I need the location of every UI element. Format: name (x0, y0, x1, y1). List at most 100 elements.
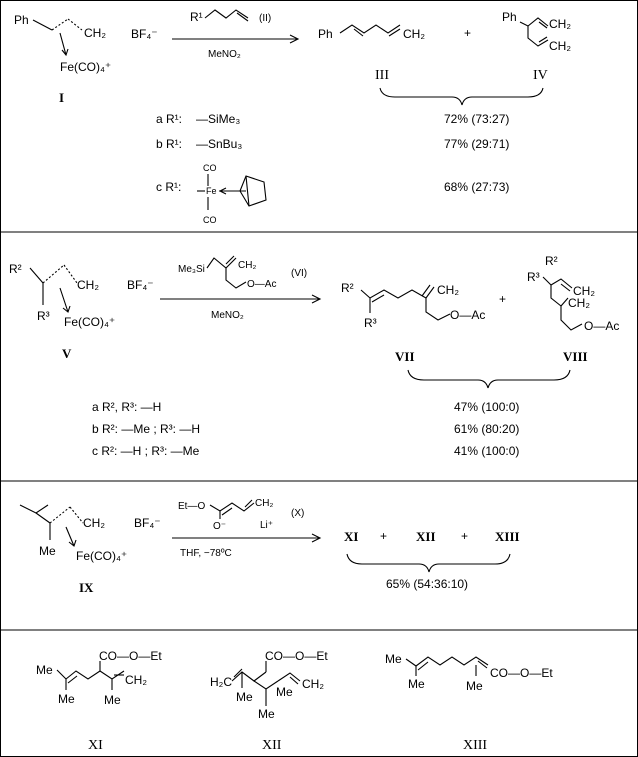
allyl-dashed-bond (67, 18, 83, 31)
row-c-yield: 68% (27:73) (444, 180, 509, 194)
double-bond-line (538, 21, 548, 29)
xiii-me3: Me (466, 679, 483, 693)
product-chain (339, 24, 401, 34)
bond (29, 267, 44, 284)
product-b-chain (550, 285, 562, 307)
product-label-XIII: XIII (495, 529, 520, 544)
product-a-r2: R² (341, 281, 354, 295)
row-b-label: b R¹: (156, 137, 182, 151)
product-b-r2: R² (545, 254, 558, 268)
reagent-li: Li⁺ (260, 520, 273, 531)
reagent-id: (II) (259, 13, 271, 24)
arrow-head (311, 533, 322, 543)
reactant-ch2: CH₂ (84, 26, 106, 40)
counterion: BF₄⁻ (131, 27, 158, 41)
brace-III-IV (379, 87, 544, 106)
row-b-yield: 77% (29:71) (444, 137, 509, 151)
scheme1-table: a R¹: —SiMe₃ 72% (73:27) b R¹: —SnBu₃ 77… (156, 112, 509, 194)
scheme2-product-VIII: R² R³ CH₂ CH₂ O—Ac VIII (527, 254, 619, 364)
compound-label-III: III (375, 68, 389, 83)
double-bond-line (244, 499, 253, 508)
xii-chain (253, 680, 279, 690)
double-bond-line (417, 661, 429, 671)
double-bond-line (560, 297, 569, 307)
product-a-ch2: CH₂ (437, 283, 459, 297)
bond (542, 276, 552, 286)
fe-co-top: CO (203, 163, 217, 173)
arrow-head (311, 294, 322, 304)
reagent-chain (204, 9, 249, 19)
scheme3-products: XI + XII + XIII 65% (54:36:10) (344, 529, 520, 591)
bond (405, 658, 417, 667)
product-b-oac: O—Ac (584, 319, 619, 333)
arrow-head (62, 305, 71, 313)
row-c-label: c R¹: (156, 180, 181, 194)
reagent-chain (225, 268, 247, 289)
coordination-arrow (59, 287, 69, 313)
xiii-chain (415, 656, 489, 667)
reactant-fe: Fe(CO)₄⁺ (76, 549, 127, 563)
row-a-label: a R², R³: —H (92, 400, 161, 414)
structure-label-XII: XII (262, 738, 282, 753)
counterion: BF₄⁻ (127, 278, 154, 292)
xii-chain (277, 672, 301, 682)
bond (56, 669, 67, 680)
brace-VII-VIII (407, 369, 571, 389)
product-b-chain (560, 306, 583, 331)
compound-label-I: I (59, 90, 64, 105)
double-bond-line (221, 507, 233, 516)
product-b-ph: Ph (502, 10, 517, 24)
scheme3-yield: 65% (54:36:10) (386, 577, 468, 591)
double-bond-line (560, 283, 571, 292)
reagent-ch2: CH₂ (255, 498, 273, 509)
compound-label-VIII: VIII (563, 349, 588, 364)
product-b-r3: R³ (527, 270, 540, 284)
cyclopentadiene-ring (239, 175, 267, 207)
plus-sign: + (461, 529, 468, 543)
xi-chain (65, 670, 101, 680)
xii-ch2: CH₂ (302, 677, 324, 691)
xi-ch2: CH₂ (125, 673, 147, 687)
counterion: BF₄⁻ (134, 516, 161, 530)
double-bond-line (425, 286, 435, 299)
row-b-substituent: —SnBu₃ (196, 137, 242, 151)
xii-me2: Me (276, 685, 293, 699)
product-b-ch2-bot: CH₂ (549, 39, 571, 53)
reactant-me: Me (39, 544, 56, 558)
arrow-head (68, 539, 77, 547)
reagent-id: (VI) (291, 268, 307, 279)
bond (35, 512, 51, 524)
compound-label-IX: IX (79, 580, 94, 595)
structure-XI: Me Me CO—O—Et CH₂ Me XI (36, 649, 162, 753)
scheme1-product-III: Ph CH₂ III (318, 24, 425, 83)
bond (32, 19, 53, 31)
reagent-chain (206, 257, 237, 269)
reactant-ch2: CH₂ (77, 278, 99, 292)
xii-h2c: H₂C (210, 675, 232, 689)
reactant-ch2: CH₂ (83, 516, 105, 530)
allyl-dashed-bond (49, 506, 71, 524)
xiii-me2: Me (408, 677, 425, 691)
allyl-dashed-bond (69, 506, 84, 524)
structure-label-XI: XI (88, 738, 103, 753)
scheme2-table: a R², R³: —H 47% (100:0) b R²: —Me ; R³:… (92, 400, 519, 458)
reactant-r2: R² (9, 262, 22, 276)
row-a-yield: 72% (73:27) (444, 112, 509, 126)
scheme1-reactant-I: Ph CH₂ Fe(CO)₄⁺ BF₄⁻ I (14, 13, 158, 105)
isopropyl-bond (19, 504, 49, 514)
xii-chain (231, 671, 267, 682)
product-chain (360, 289, 427, 299)
product-a-ph: Ph (318, 27, 333, 41)
double-bond-line (289, 676, 299, 685)
reagent-ch2: CH₂ (238, 260, 256, 271)
solvent: MeNO₂ (211, 310, 244, 321)
row-b-label: b R²: —Me ; R³: —H (92, 422, 200, 436)
row-a-substituent: —SiMe₃ (196, 112, 240, 126)
product-b-chain (519, 17, 549, 27)
reagent-id: (X) (291, 508, 304, 519)
reactant-r3: R³ (37, 309, 50, 323)
reactant-fe: Fe(CO)₄⁺ (64, 315, 115, 329)
reagent-o: O⁻ (213, 521, 226, 532)
fe-complex-structure: CO Fe CO (197, 163, 267, 225)
